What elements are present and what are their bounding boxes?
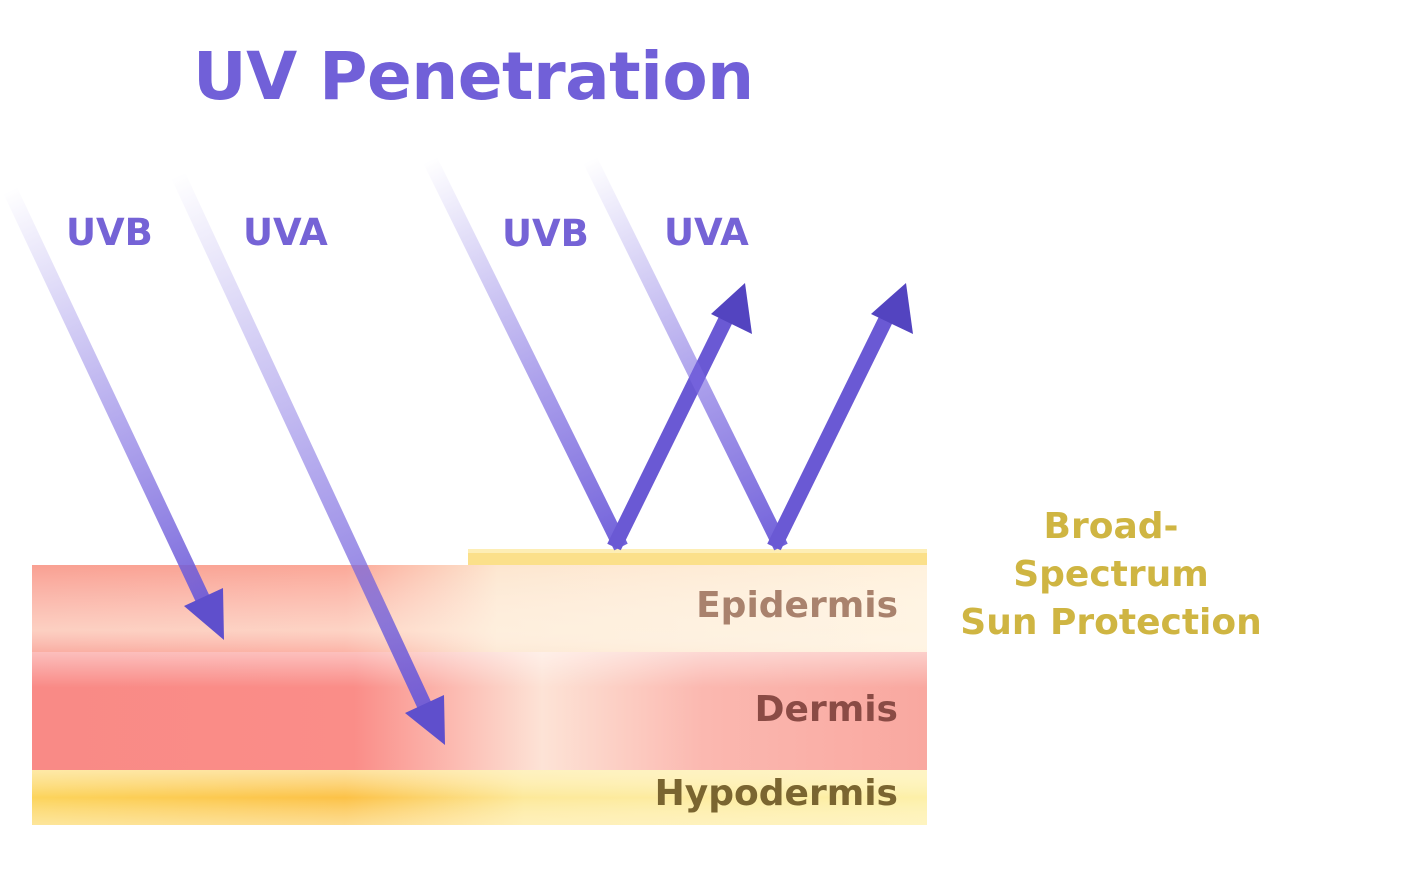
unprotected-uva-label: UVA [243, 211, 328, 254]
sun-protection-label: Broad-Spectrum Sun Protection [946, 503, 1276, 647]
epidermis-label: Epidermis [696, 585, 898, 626]
skin-layers [32, 565, 927, 825]
reflected-uva-ray [583, 156, 913, 551]
protected-uva-label: UVA [664, 211, 749, 254]
uva-arrowhead [405, 695, 445, 745]
reflected-uva-arrowhead [871, 283, 913, 334]
uvb-arrowhead [184, 588, 224, 640]
reflected-uvb-ray [423, 156, 752, 551]
hypodermis-label: Hypodermis [654, 773, 898, 814]
diagram-title: UV Penetration [193, 38, 754, 115]
sun-protection-line-1: Broad-Spectrum [1013, 506, 1209, 595]
sun-protection-line-2: Sun Protection [960, 602, 1262, 643]
reflected-uvb-arrowhead [711, 283, 752, 334]
unprotected-uvb-ray [3, 186, 224, 640]
protected-uvb-label: UVB [502, 212, 589, 255]
unprotected-uva-ray [171, 171, 445, 745]
dermis-label: Dermis [754, 689, 898, 730]
unprotected-uvb-label: UVB [66, 211, 153, 254]
